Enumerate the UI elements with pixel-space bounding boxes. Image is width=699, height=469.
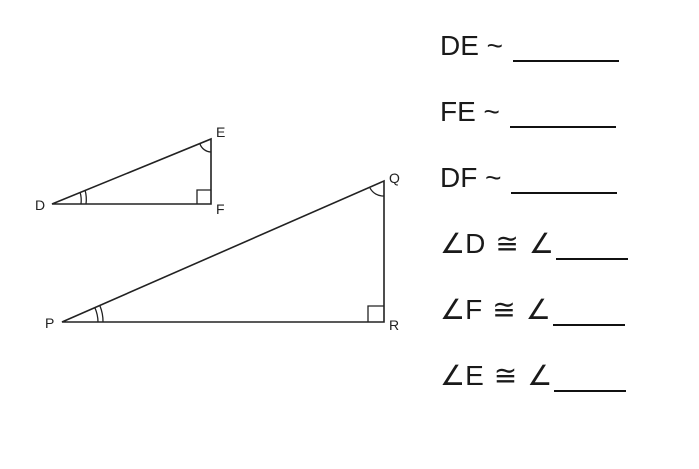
- congruent-symbol: ≅: [495, 228, 519, 259]
- angle-symbol: ∠: [440, 360, 466, 391]
- vertex-label-r: R: [389, 317, 399, 333]
- congruent-symbol: ≅: [493, 360, 518, 391]
- statement-angle-f-label: F: [465, 294, 483, 325]
- statement-angle-d-label: D: [465, 228, 486, 259]
- answer-blank-df[interactable]: [511, 164, 618, 194]
- statement-fe-label: FE ~: [440, 96, 500, 127]
- angle-d-inner-arc: [79, 191, 82, 205]
- angle-e-arc: [199, 143, 212, 153]
- vertex-label-e: E: [216, 124, 225, 140]
- answer-blank-angle-f[interactable]: [552, 296, 625, 326]
- angle-p-outer-arc: [99, 305, 104, 323]
- answer-blank-de[interactable]: [513, 32, 620, 62]
- angle-symbol: ∠: [525, 294, 551, 325]
- correspondence-statements: DE ~ FE ~ DF ~ ∠ D ≅ ∠ ∠ F ≅ ∠ ∠ E ≅ ∠: [440, 32, 628, 428]
- angle-symbol: ∠: [527, 360, 553, 391]
- statement-df-label: DF ~: [440, 162, 502, 193]
- vertex-label-d: D: [35, 197, 45, 213]
- angle-f-right-mark: [196, 189, 211, 204]
- statement-angle-e: ∠ E ≅ ∠: [440, 362, 628, 428]
- statement-fe: FE ~: [440, 98, 628, 164]
- statement-de: DE ~: [440, 32, 628, 98]
- congruent-symbol: ≅: [492, 294, 516, 325]
- triangle-def-outline: [51, 137, 212, 205]
- angle-r-right-mark: [367, 305, 384, 322]
- statement-angle-f: ∠ F ≅ ∠: [440, 296, 628, 362]
- vertex-label-f: F: [216, 201, 225, 217]
- statement-de-label: DE ~: [440, 30, 504, 61]
- answer-blank-fe[interactable]: [509, 98, 616, 128]
- answer-blank-angle-e[interactable]: [554, 362, 627, 392]
- triangle-pqr-outline: [61, 179, 385, 323]
- triangle-pqr: P Q R: [45, 170, 400, 333]
- angle-symbol: ∠: [440, 294, 466, 325]
- answer-blank-angle-d[interactable]: [555, 230, 628, 260]
- vertex-label-p: P: [45, 315, 54, 331]
- statement-angle-e-label: E: [465, 360, 484, 391]
- triangle-def: D E F: [35, 124, 225, 217]
- statement-angle-d: ∠ D ≅ ∠: [440, 230, 628, 296]
- angle-d-outer-arc: [84, 189, 87, 205]
- angle-p-inner-arc: [94, 307, 99, 323]
- angle-symbol: ∠: [528, 228, 554, 259]
- angle-symbol: ∠: [440, 228, 466, 259]
- statement-df: DF ~: [440, 164, 628, 230]
- vertex-label-q: Q: [389, 170, 400, 186]
- angle-q-arc: [369, 187, 385, 197]
